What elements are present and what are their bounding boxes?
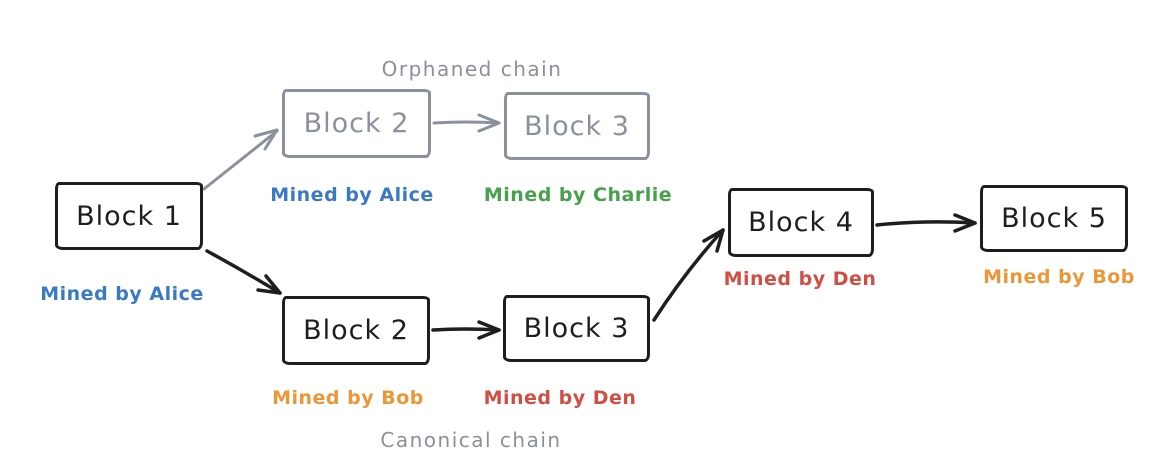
orphan-block-2-node: Block 2	[282, 89, 431, 158]
arrow-canonical-block3-to-block4	[652, 228, 725, 322]
block-1-label: Block 1	[76, 200, 182, 232]
miner-label-block-5: Mined by Bob	[983, 266, 1135, 288]
orphaned-chain-title: Orphaned chain	[381, 57, 563, 81]
canonical-block-3-label: Block 3	[523, 313, 630, 344]
block-4-label: Block 4	[748, 207, 854, 238]
canonical-block-2-label: Block 2	[303, 315, 409, 346]
block-5-node: Block 5	[980, 185, 1128, 252]
miner-label-orphan-block-3: Mined by Charlie	[483, 184, 673, 206]
orphan-block-2-label: Block 2	[303, 108, 410, 139]
miner-label-canonical-block-2: Mined by Bob	[272, 387, 424, 409]
arrow-block1-to-canonical-block2	[205, 249, 282, 295]
miner-label-block-1: Mined by Alice	[40, 283, 204, 305]
orphan-block-3-node: Block 3	[504, 92, 650, 160]
arrow-block1-to-orphan-block2	[202, 128, 279, 191]
block-4-node: Block 4	[728, 188, 874, 257]
miner-label-canonical-block-3: Mined by Den	[483, 387, 637, 409]
block-1-node: Block 1	[55, 182, 203, 250]
orphan-block-3-label: Block 3	[524, 110, 630, 142]
arrow-orphan-block2-to-orphan-block3	[432, 113, 501, 133]
miner-label-orphan-block-2: Mined by Alice	[270, 184, 434, 206]
canonical-block-2-node: Block 2	[282, 296, 430, 365]
canonical-block-3-node: Block 3	[503, 295, 650, 362]
block-5-label: Block 5	[1001, 203, 1107, 234]
arrow-block4-to-block5	[875, 213, 977, 233]
canonical-chain-title: Canonical chain	[380, 428, 562, 452]
miner-label-block-4: Mined by Den	[723, 268, 877, 290]
arrow-canonical-block2-to-block3	[431, 320, 501, 340]
